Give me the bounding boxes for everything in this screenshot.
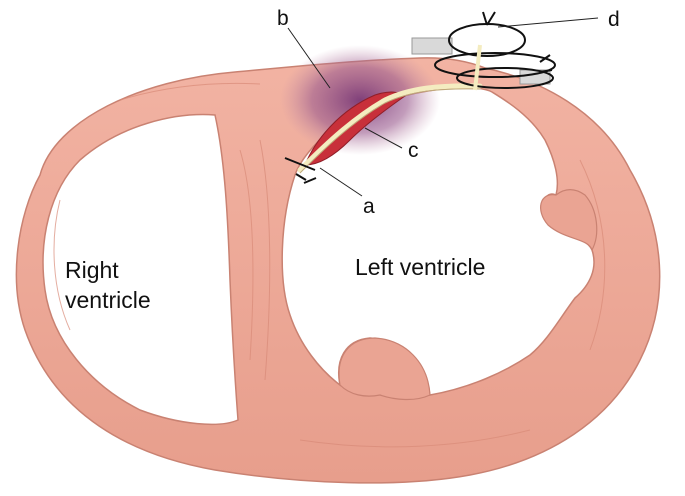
patch-strip-edge [299, 88, 481, 174]
callout-d: d [608, 8, 620, 31]
pledget-group [411, 11, 556, 91]
suture-ring-2 [434, 52, 556, 78]
callout-c: c [408, 139, 419, 162]
callout-a: a [363, 195, 375, 218]
right-ventricle-label: Right ventricle [65, 257, 151, 313]
pledget-left [411, 37, 453, 55]
infarct-bruise [280, 45, 440, 155]
leader-c [364, 127, 403, 149]
suture-lower [284, 157, 317, 184]
right-ventricle-label-line1: Right [65, 257, 119, 283]
suture-strand [473, 44, 482, 91]
suture-ring [448, 23, 526, 57]
papillary-muscle-lower [338, 337, 431, 401]
suture-knot-top [482, 11, 496, 26]
leader-d [497, 17, 599, 28]
patch-strip [297, 83, 483, 173]
suture-knot-right [539, 54, 553, 73]
leader-a [319, 167, 363, 197]
wall-texture [53, 82, 606, 448]
leader-b [287, 27, 331, 89]
callout-b: b [277, 7, 289, 30]
suture-ring-3 [456, 67, 554, 89]
right-ventricle-label-line2: ventricle [65, 287, 151, 313]
papillary-muscle-right [540, 189, 598, 252]
left-ventricle-label: Left ventricle [355, 254, 485, 280]
